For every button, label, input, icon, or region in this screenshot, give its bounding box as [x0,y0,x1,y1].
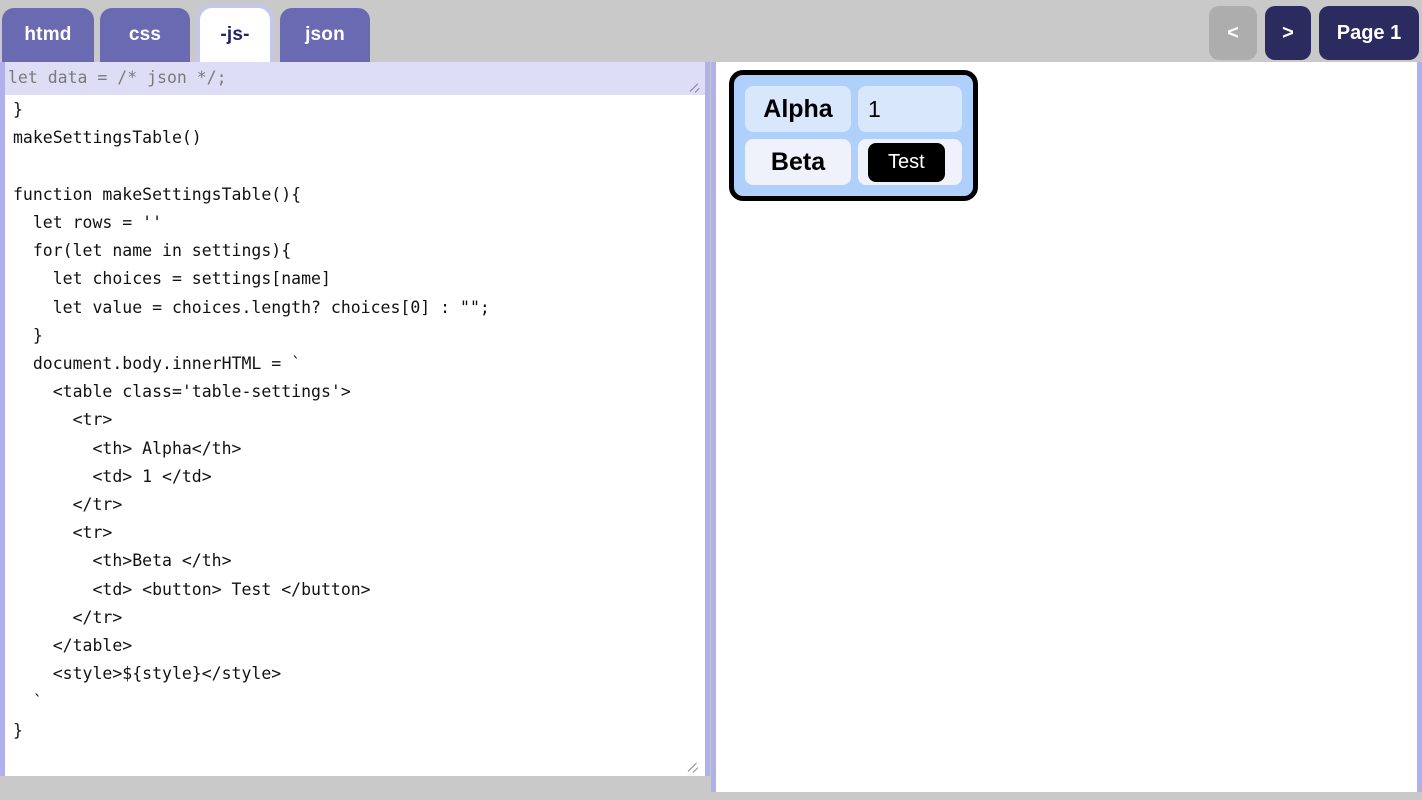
code-editor-textarea[interactable] [5,62,705,776]
tab-bar: htmd css -js- json < > Page 1 [0,0,1422,62]
test-button[interactable]: Test [868,142,945,182]
json-strip-resize-handle-icon[interactable] [690,82,702,94]
json-declaration-text[interactable]: let data = /* json */; [8,68,227,87]
settings-row-value-alpha: 1 [858,86,962,132]
settings-row-value-beta: Test [858,139,962,185]
tab-htmd[interactable]: htmd [2,8,94,62]
table-row: Beta Test [745,139,962,185]
bottom-strip [0,776,711,800]
preview-panel: Alpha 1 Beta Test [711,62,1422,792]
settings-row-header-beta: Beta [745,139,851,185]
code-editor-panel [0,62,710,776]
tab-json[interactable]: json [280,8,370,62]
page-indicator-button[interactable]: Page 1 [1319,6,1419,60]
prev-page-button[interactable]: < [1209,6,1257,60]
tab-js[interactable]: -js- [200,8,270,62]
table-row: Alpha 1 [745,86,962,132]
next-page-button[interactable]: > [1265,6,1311,60]
tab-css[interactable]: css [100,8,190,62]
settings-table: Alpha 1 Beta Test [729,70,978,201]
editor-resize-handle-icon[interactable] [687,760,701,774]
settings-row-header-alpha: Alpha [745,86,851,132]
json-declaration-strip: let data = /* json */; [5,62,705,95]
